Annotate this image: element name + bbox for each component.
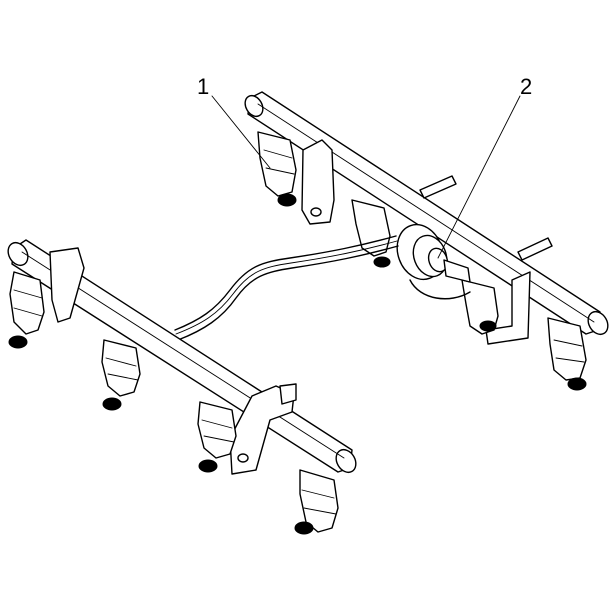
callout-2: 2: [437, 74, 532, 259]
callout-label-1: 1: [197, 74, 209, 99]
injector-front-2: [101, 339, 141, 411]
injector-rear-3: [461, 279, 499, 335]
callout-label-2: 2: [520, 74, 532, 99]
fuel-pressure-regulator: [396, 223, 471, 300]
injector-rear-2: [351, 199, 391, 268]
callout-1: 1: [197, 74, 271, 169]
crossover-fuel-tube: [174, 235, 399, 341]
injector-rear-1: [257, 131, 297, 207]
injector-front-4: [294, 469, 339, 535]
injector-front-3: [197, 401, 237, 473]
rear-fuel-rail: [244, 91, 609, 345]
front-fuel-rail: [7, 239, 357, 475]
injector-front-1: [8, 271, 45, 349]
injector-rear-4: [547, 317, 587, 391]
